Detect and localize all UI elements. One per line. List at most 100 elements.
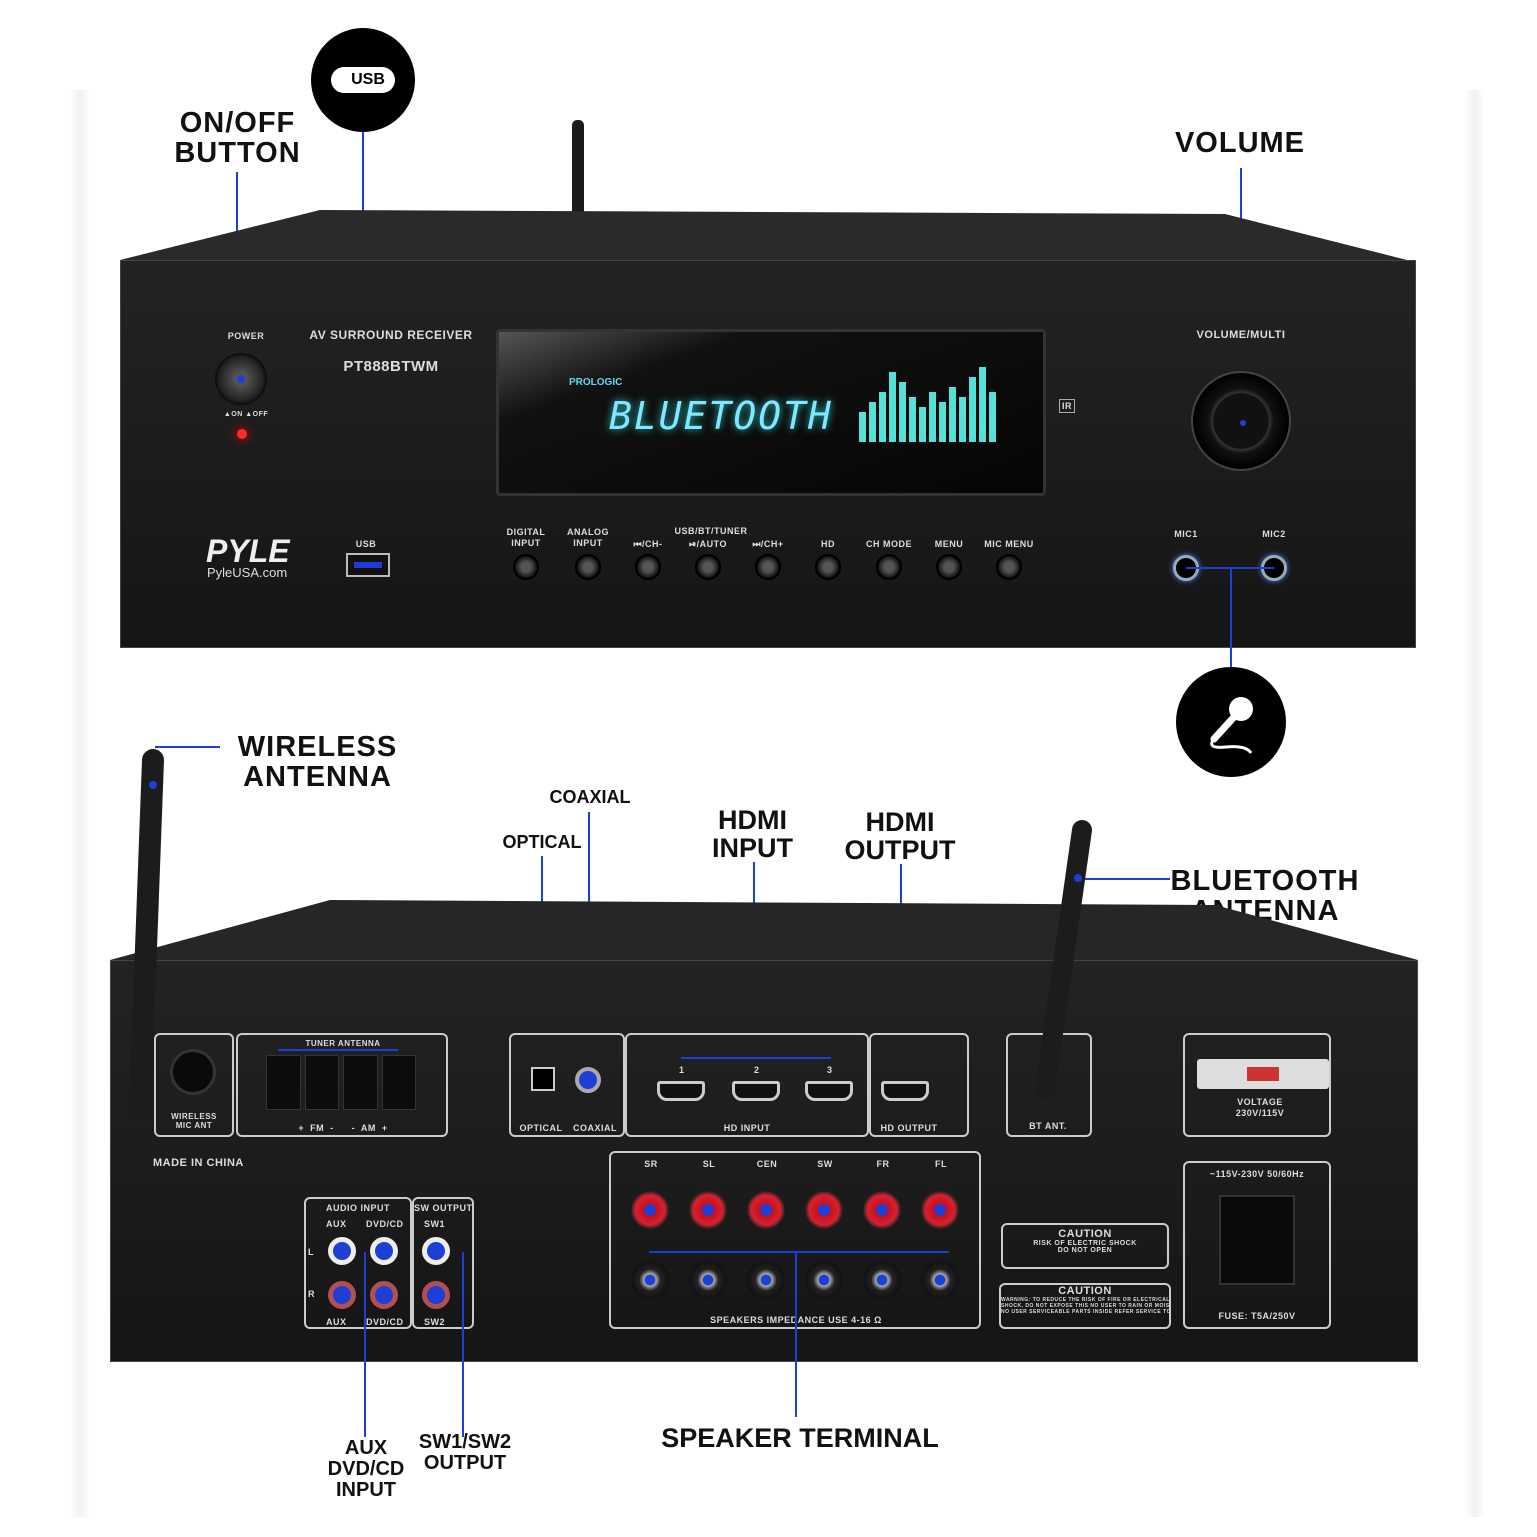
front-button[interactable] [936,554,962,580]
sw2-jack[interactable] [422,1281,450,1309]
on-off-callout-line2: BUTTON [174,137,301,170]
hdmi-input-2[interactable] [732,1081,780,1101]
front-button-label-line: HD [821,539,835,549]
sw2-label: SW2 [424,1317,446,1327]
speaker-terminal-positive[interactable] [805,1191,843,1229]
rear-unit-top [110,900,1418,960]
speaker-channel-label: FL [935,1159,947,1169]
sw-callout-line1: SW1/SW2 [418,1431,512,1453]
front-panel: POWER ▲ON ▲OFF AV SURROUND RECEIVER PT88… [120,260,1416,667]
speaker-terminal-positive[interactable] [747,1191,785,1229]
wireless-mic-ant-label2: MIC ANT [175,1120,213,1130]
front-button[interactable] [635,554,661,580]
am-minus-terminal[interactable] [343,1055,378,1110]
dvd-cd-r-jack[interactable] [370,1281,398,1309]
coaxial-port[interactable] [575,1067,601,1093]
power-led [237,429,247,439]
front-button-label: MIC MENU [979,539,1039,550]
bluetooth-antenna-line [1078,878,1170,880]
front-button-label-line: INPUT [573,537,603,548]
aux-callout-line1: AUX [344,1437,388,1459]
voltage-switch[interactable] [1197,1059,1329,1089]
right-channel-label: R [308,1289,315,1299]
brand-url: PyleUSA.com [207,565,288,580]
rear-top-face [110,900,1418,960]
optical-label: OPTICAL [519,1123,563,1133]
sw1-label: SW1 [424,1219,446,1229]
ir-sensor: IR [1059,399,1075,413]
front-button-label-line: CH MODE [866,539,912,549]
front-button-label-line: DIGITAL [506,527,546,537]
hdmi-output[interactable] [881,1081,929,1101]
hdmi-input-3[interactable] [805,1081,853,1101]
speaker-bracket [649,1251,949,1253]
hd-input-label: HD INPUT [723,1123,771,1133]
dvd-cd-l-jack[interactable] [370,1237,398,1265]
front-button-label-line: MENU [934,539,964,549]
digital-input-panel: OPTICAL COAXIAL [509,1033,625,1137]
usb-port[interactable] [346,553,390,577]
on-off-callout: ON/OFF BUTTON [160,108,315,169]
wireless-mic-ant-connector[interactable] [170,1049,216,1095]
audio-input-label: AUDIO INPUT [326,1203,390,1213]
speaker-channel-label: SW [817,1159,833,1169]
front-button[interactable] [695,554,721,580]
front-button[interactable] [513,554,539,580]
wireless-antenna-callout-line1: WIRELESS [237,731,398,763]
sw1-jack[interactable] [422,1237,450,1265]
usb-bt-tuner-group-label: USB/BT/TUNER [674,526,748,536]
coaxial-callout: COAXIAL [549,787,631,807]
power-inlet-panel: ~115V-230V 50/60Hz FUSE: T5A/250V [1183,1161,1331,1329]
brand-logo: PYLE [206,533,290,569]
speaker-terminal-positive[interactable] [921,1191,959,1229]
power-inlet[interactable] [1219,1195,1295,1285]
fm-plus-terminal[interactable] [266,1055,301,1110]
front-button-label-line: ⏯/AUTO [688,539,728,549]
hdmi-input-callout-line2: INPUT [712,833,793,864]
aux-l-jack[interactable] [328,1237,356,1265]
optical-callout: OPTICAL [502,832,582,852]
caution1-line1: RISK OF ELECTRIC SHOCK [1033,1240,1137,1247]
hdmi-input-1[interactable] [657,1081,705,1101]
microphone-icon [1176,667,1286,777]
hdmi-output-callout-line1: HDMI [865,807,935,837]
speaker-terminal-negative[interactable] [921,1261,959,1299]
front-button[interactable] [575,554,601,580]
aux-r-jack[interactable] [328,1281,356,1309]
speaker-terminal-negative[interactable] [689,1261,727,1299]
speaker-terminal-negative[interactable] [805,1261,843,1299]
am-plus-terminal[interactable] [381,1055,416,1110]
background-stripe [70,90,90,1517]
front-button[interactable] [996,554,1022,580]
front-button[interactable] [755,554,781,580]
bt-ant-label: BT ANT. [1029,1121,1067,1131]
usb-port-label: USB [355,539,377,549]
speaker-terminal-negative[interactable] [631,1261,669,1299]
volume-knob-center [1240,420,1246,426]
optical-port[interactable] [531,1067,555,1091]
speaker-terminal-negative[interactable] [863,1261,901,1299]
front-button[interactable] [876,554,902,580]
caution2-line3: NO USER SERVICEABLE PARTS INSIDE REFER S… [1001,1309,1171,1315]
speaker-terminal-callout: SPEAKER TERMINAL [661,1423,939,1453]
caution2-line1: WARNING: TO REDUCE THE RISK OF FIRE OR E… [1001,1297,1170,1303]
power-button[interactable] [215,353,267,405]
speaker-terminal-negative[interactable] [747,1261,785,1299]
speaker-terminal-positive[interactable] [631,1191,669,1229]
speaker-terminal-positive[interactable] [689,1191,727,1229]
hd-input-3-label: 3 [827,1065,833,1075]
fm-minus-terminal[interactable] [304,1055,339,1110]
sw-line [462,1252,464,1437]
hd-input-panel: 1 2 3 HD INPUT [625,1033,869,1137]
speaker-terminal-positive[interactable] [863,1191,901,1229]
front-button-label-line: ⏮/CH- [633,539,663,549]
front-button-label-line: ⏭/CH+ [752,539,784,549]
volume-knob[interactable] [1191,371,1291,471]
front-button[interactable] [815,554,841,580]
volume-label: VOLUME/MULTI [1196,329,1286,341]
hd-input-2-label: 2 [754,1065,760,1075]
